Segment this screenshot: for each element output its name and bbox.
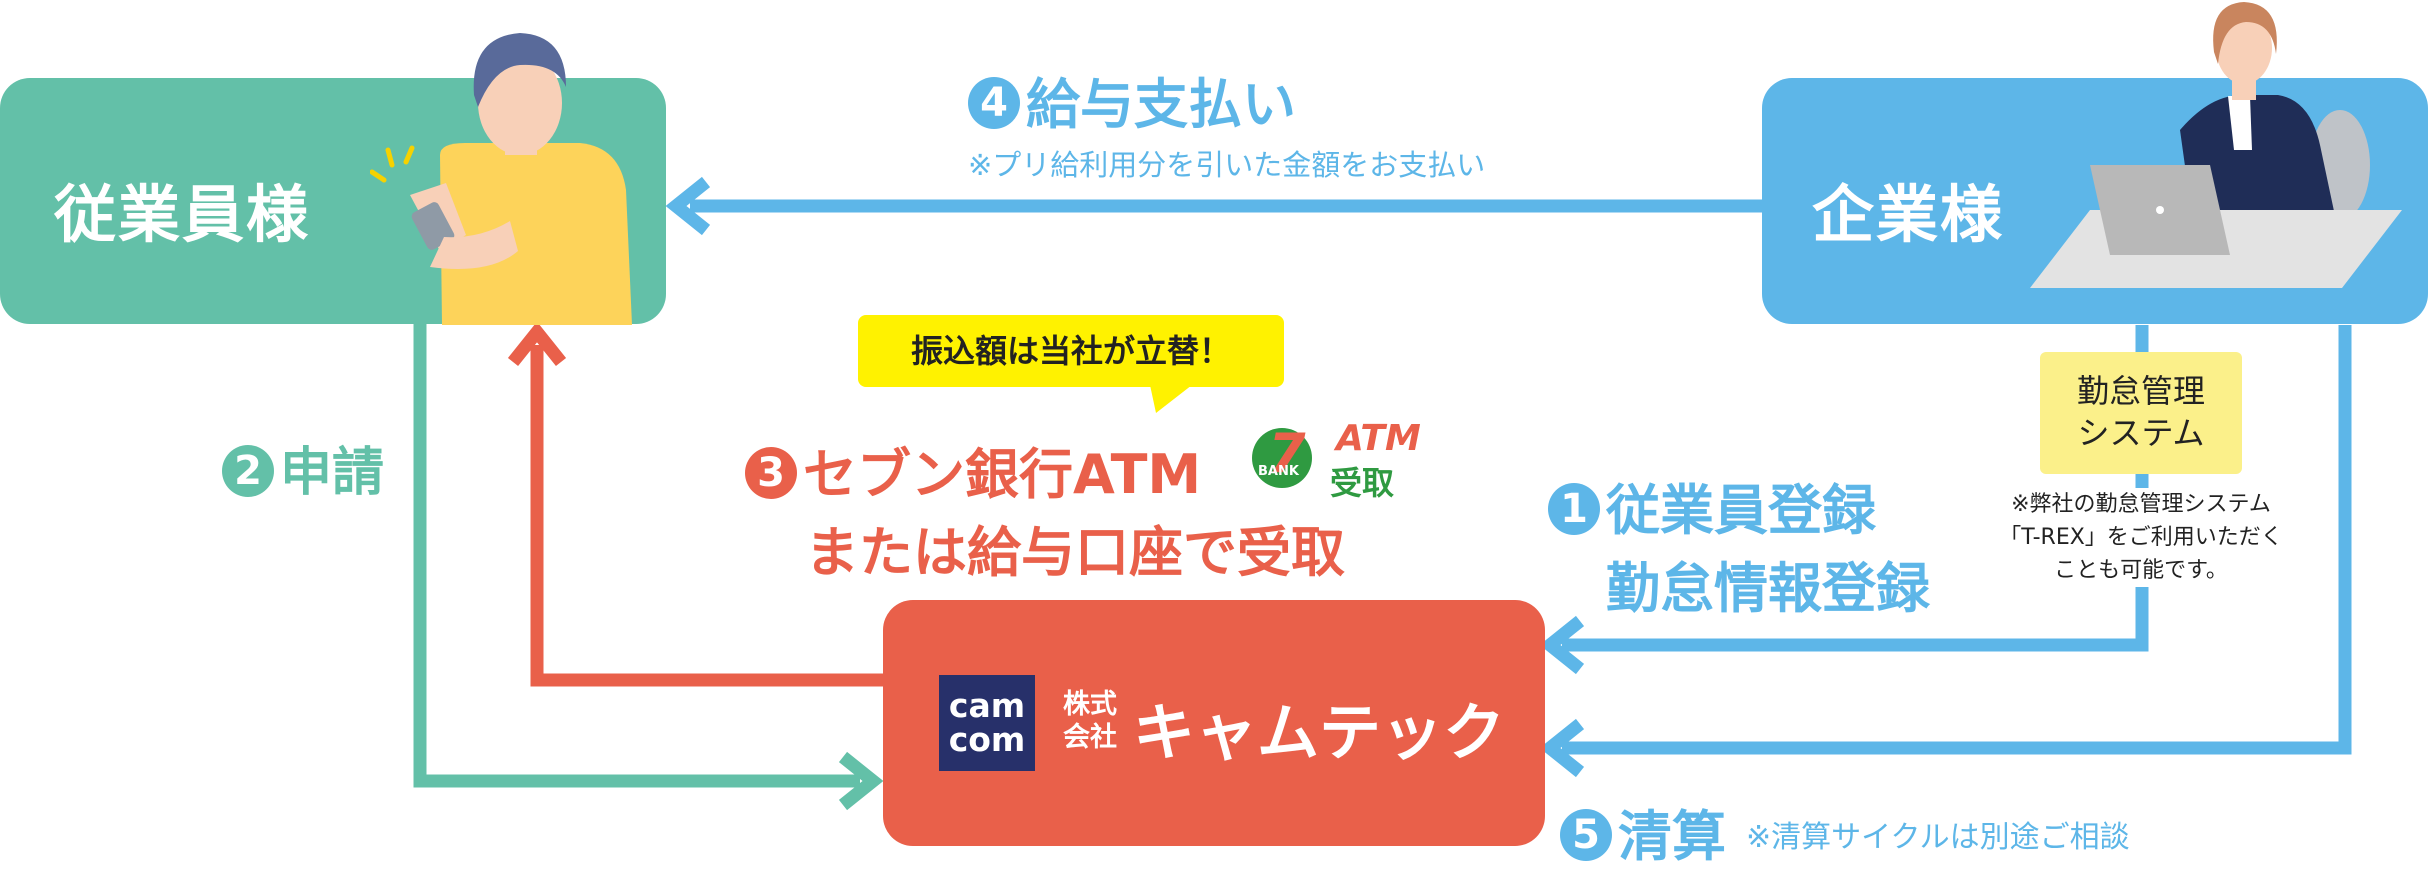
company-type-line1: 株式 [1063, 689, 1117, 720]
arrow-step2 [413, 322, 860, 788]
step4-label: 給与支払い [1026, 73, 1296, 136]
arrow-step1-head [1539, 615, 1585, 675]
camtech-box: cam com 株式 会社 キャムテック [883, 600, 1545, 846]
attendance-system-line1: 勤怠管理 [2076, 372, 2205, 410]
logo-line-bottom: com [948, 720, 1026, 759]
step1-line2: 勤怠情報登録 [1606, 557, 1930, 620]
atm-text: ATM [1336, 418, 1421, 459]
step1-number: 1 [1548, 483, 1600, 536]
bubble-tail [1150, 385, 1192, 413]
bank-text: BANK [1258, 464, 1299, 479]
attendance-system-note: ※弊社の勤怠管理システム 「T-REX」をご利用いただく ことも可能です。 [1974, 488, 2308, 587]
step4-note: ※プリ給利用分を引いた金額をお支払い [968, 148, 1486, 182]
step2-number: 2 [222, 445, 274, 497]
step1-line1: 従業員登録 [1606, 479, 1876, 542]
seven-glyph: 7 [1268, 422, 1306, 485]
arrow-step2-head [838, 751, 884, 811]
arrow-step4-head [665, 176, 711, 236]
arrow-step3-head [507, 321, 567, 367]
camtech-name: キャムテック [1133, 696, 1506, 769]
camtech-logo: cam com [939, 675, 1035, 771]
attendance-system-box: 勤怠管理 システム [2040, 352, 2242, 474]
attendance-note-line1: ※弊社の勤怠管理システム [2011, 492, 2271, 517]
businesswoman-illustration [2030, 2, 2402, 288]
seven-bank-atm-logo: 7 BANK ATM 受取 [1250, 418, 1440, 502]
bubble-text: 振込額は当社が立替！ [910, 332, 1231, 370]
logo-line-top: cam [948, 686, 1026, 725]
employee-label: 従業員様 [54, 178, 311, 251]
attendance-system-line2: システム [2077, 414, 2205, 452]
arrow-step3 [530, 345, 883, 687]
step3-line2: または給与口座で受取 [805, 521, 1345, 584]
attendance-note-line2: 「T-REX」をご利用いただく [1999, 525, 2283, 550]
step5-note: ※清算サイクルは別途ご相談 [1746, 820, 2130, 855]
attendance-note-line3: ことも可能です。 [2054, 558, 2228, 583]
step3-line1: セブン銀行ATM [803, 443, 1202, 506]
arrow-step5 [1562, 325, 2352, 755]
step5-label: 清算 [1618, 805, 1726, 868]
step3-number: 3 [745, 447, 797, 500]
step4-number: 4 [968, 77, 1020, 130]
company-type-line2: 会社 [1063, 722, 1117, 753]
step2-label: 申請 [280, 443, 385, 503]
company-label: 企業様 [1812, 178, 2005, 251]
step5-number: 5 [1560, 809, 1612, 862]
advance-payment-bubble: 振込額は当社が立替！ [858, 315, 1284, 387]
seven-bank-mark: 7 BANK [1252, 422, 1312, 488]
employee-illustration [370, 33, 632, 325]
arrow-step5-head [1539, 718, 1585, 778]
receive-text: 受取 [1330, 464, 1395, 502]
company-type: 株式 会社 [1063, 688, 1117, 754]
